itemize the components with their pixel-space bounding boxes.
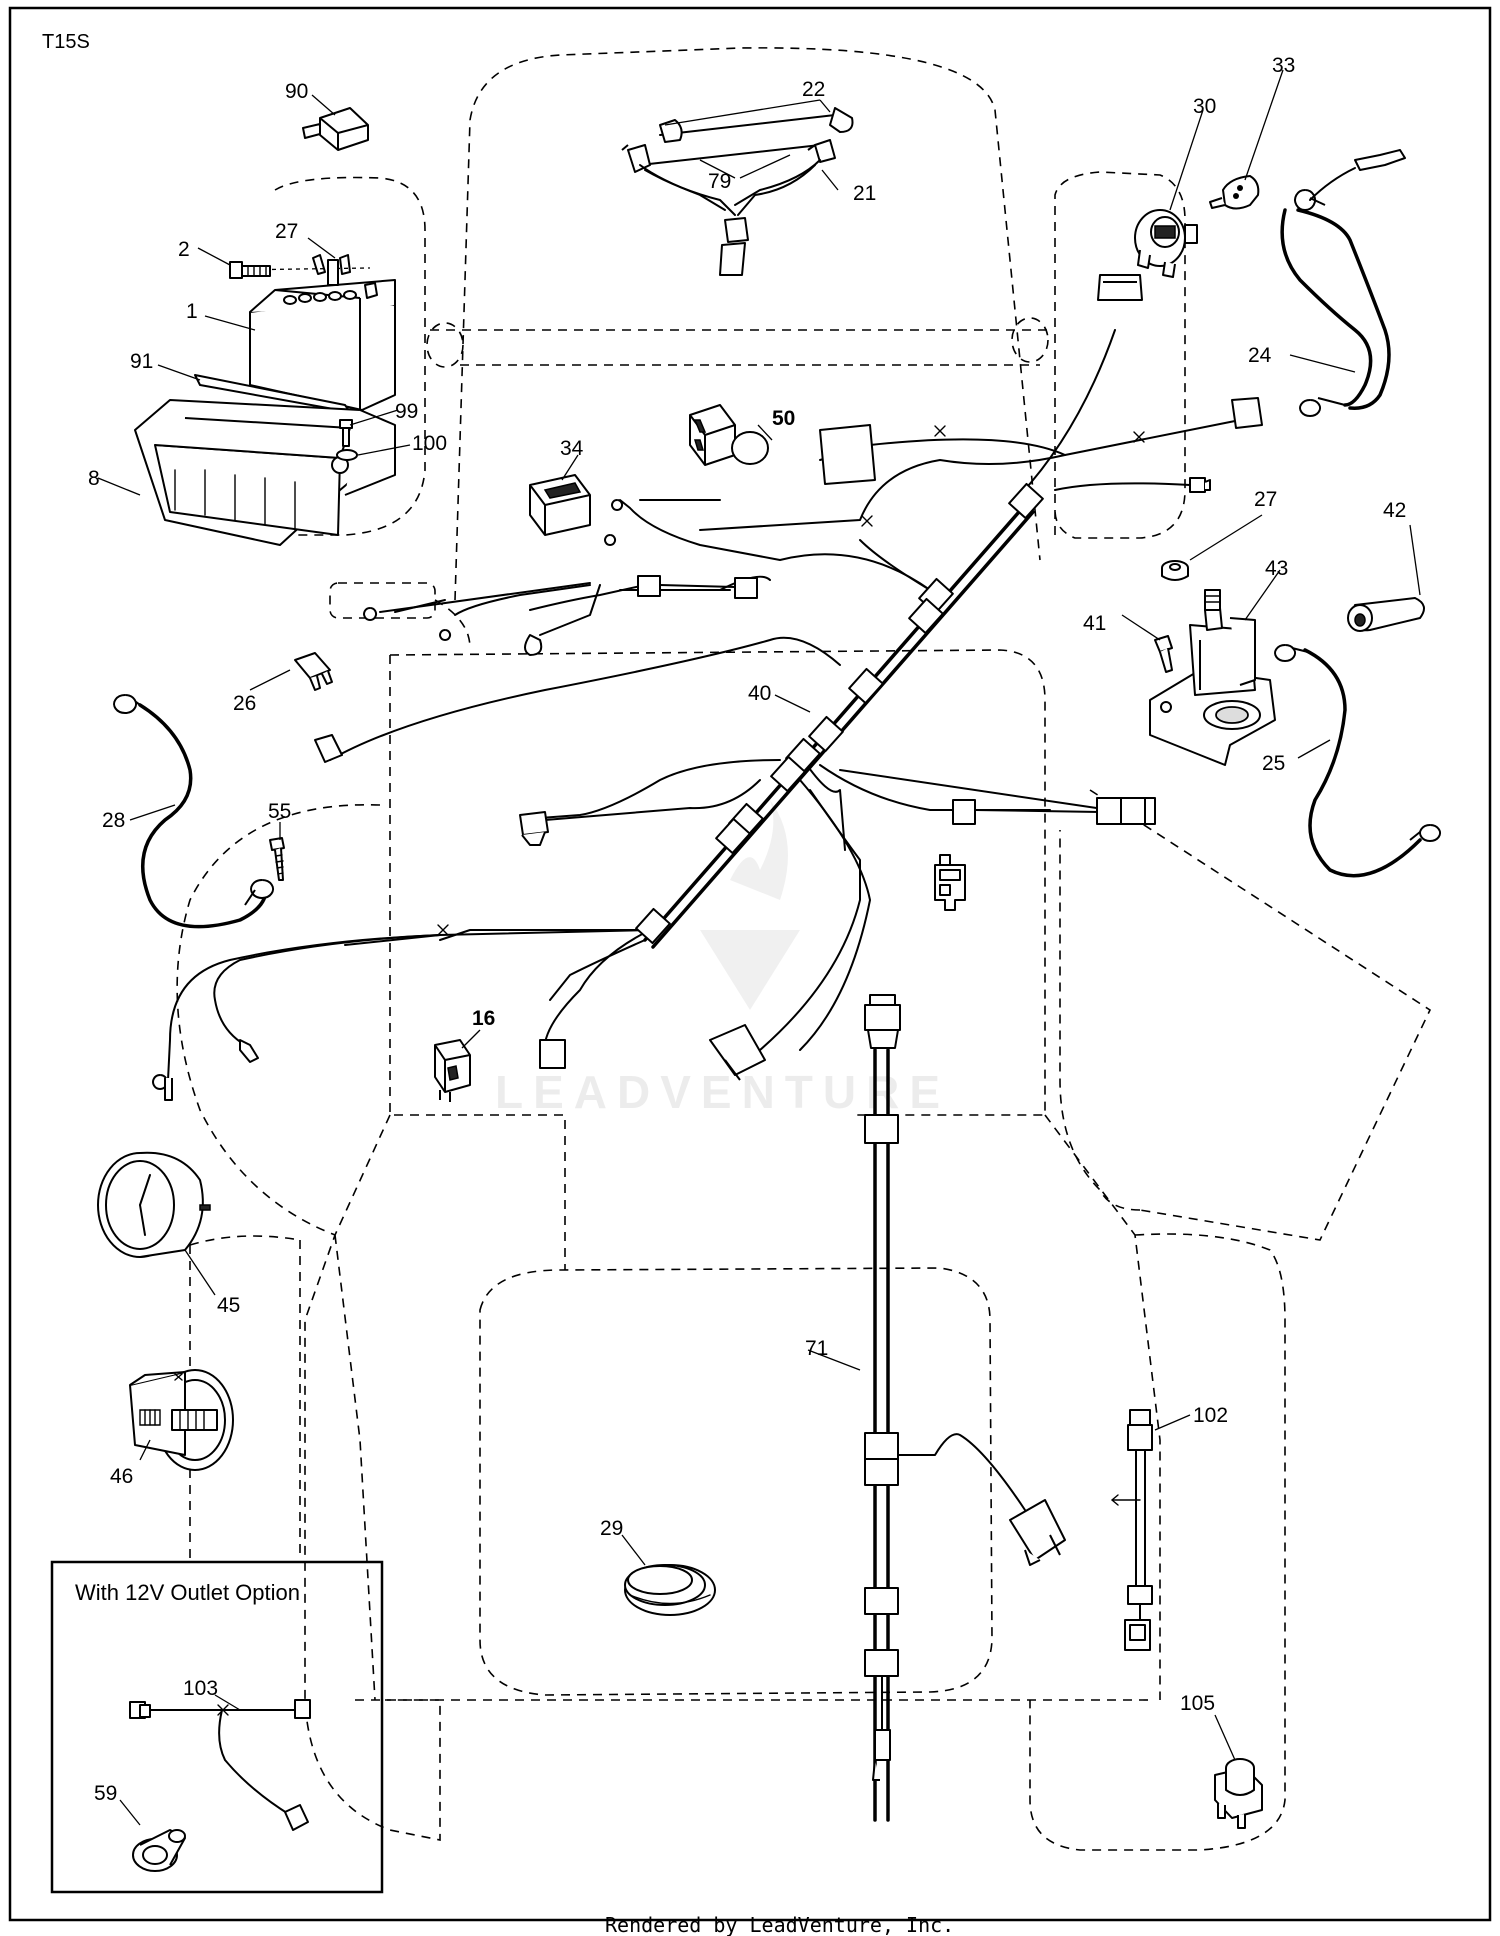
callout-105: 105 [1180,1692,1215,1715]
callout-21: 21 [853,182,876,205]
watermark: LEADVENTURE [495,800,950,1118]
part-30-ignition-switch [1134,209,1198,278]
part-100-nut [336,449,358,461]
callout-2: 2 [178,238,190,261]
callout-33: 33 [1272,54,1295,77]
part-27-nut [1161,560,1189,581]
part-102-harness [1110,1409,1153,1651]
callout-45: 45 [217,1294,240,1317]
part-59-outlet [132,1829,186,1872]
callout-40: 40 [748,682,771,705]
part-16-relay [434,1039,471,1102]
part-90-connector [302,107,369,151]
part-46-hour-meter [129,1369,234,1471]
callout-50: 50 [772,407,795,430]
callout-102: 102 [1193,1404,1228,1427]
leader-lines [97,69,1421,1826]
callout-43: 43 [1265,557,1288,580]
callout-41: 41 [1083,612,1106,635]
callout-28: 28 [102,809,125,832]
callout-100: 100 [412,432,447,455]
diagram-frame [8,6,1492,1922]
callout-103: 103 [183,1677,218,1700]
callout-79: 79 [708,170,731,193]
inset-title: With 12V Outlet Option [75,1580,300,1605]
main-harness-40 [167,329,1241,1081]
callout-34: 34 [560,437,584,460]
callout-1: 1 [186,300,198,323]
callout-59: 59 [94,1782,117,1805]
callout-30: 30 [1193,95,1216,118]
part-42-terminal-boot [1347,597,1425,632]
watermark-text: LEADVENTURE [495,1066,950,1118]
callout-46: 46 [110,1465,133,1488]
part-27-screw [229,254,371,279]
callout-8: 8 [88,467,100,490]
callout-24: 24 [1248,344,1272,367]
callout-27-top: 27 [275,220,298,243]
part-22-headlight-harness [621,107,854,276]
part-41-bolt [1154,635,1173,673]
callout-29: 29 [600,1517,623,1540]
part-25-cable [1274,644,1442,878]
part-1-battery [249,259,396,411]
callout-22: 22 [802,78,825,101]
harness-connectors [152,274,1263,1101]
callout-55: 55 [268,800,291,823]
callout-26: 26 [233,692,256,715]
part-71-harness [864,994,1066,1822]
diagram-code: T15S [42,31,90,53]
callout-42: 42 [1383,499,1406,522]
callout-91: 91 [130,350,153,373]
callout-90: 90 [285,80,308,103]
inset-12v-outlet: With 12V Outlet Option [50,1560,384,1894]
part-34-rocker-switch [529,474,591,536]
footer-credit: Rendered by LeadVenture, Inc. [605,1913,954,1936]
callout-99: 99 [395,400,418,423]
callout-labels: T15S 90 22 30 33 27 2 79 21 1 91 24 99 5… [42,31,1406,1805]
callout-27-right: 27 [1254,488,1277,511]
part-55-screw [269,837,285,881]
inset-box [50,1560,384,1894]
callout-25: 25 [1262,752,1285,775]
callout-16: 16 [472,1007,495,1030]
part-45-hour-meter [97,1151,211,1258]
harness-sleeves [635,482,1156,945]
part-28-cable [113,694,275,929]
part-43-solenoid [1149,589,1276,766]
part-103-harness [129,1699,311,1831]
part-24-cable [1280,149,1406,417]
part-29-plug [624,1564,716,1616]
part-50-switch [689,404,769,466]
part-8-battery-tray [134,399,396,546]
part-26-fuse [294,652,333,691]
callout-71: 71 [805,1337,828,1360]
part-33-key [1209,175,1260,210]
part-105-switch [1214,1758,1263,1829]
